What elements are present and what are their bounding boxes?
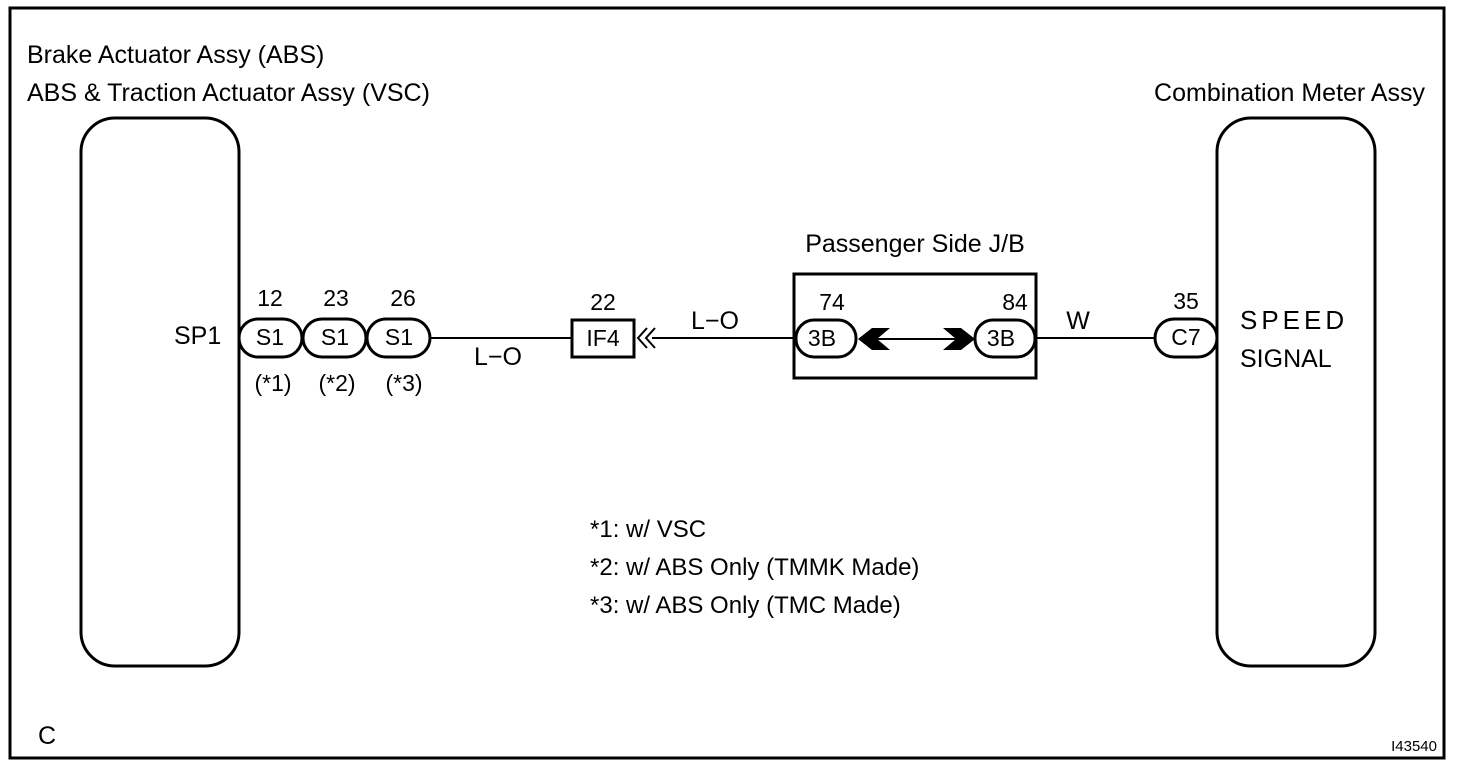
right-component-title: Combination Meter Assy (1154, 79, 1425, 107)
connector-code: 3B (987, 325, 1015, 351)
connector-code: S1 (321, 324, 349, 350)
arrow-left-icon (858, 328, 890, 350)
terminal-sp1: SP1 (174, 322, 221, 350)
pin-number: 26 (390, 285, 416, 311)
inline-connector-if4: 22 IF4 (570, 289, 656, 359)
connector-s1-12: 12 S1 (*1) (237, 285, 304, 396)
wire-color-label-w: W (1066, 307, 1090, 335)
connector-box (570, 318, 636, 359)
connector-code: IF4 (586, 325, 619, 351)
pin-number: 84 (1002, 289, 1028, 315)
pin-number: 35 (1173, 288, 1199, 314)
connector-s1-26: 26 S1 (*3) (365, 285, 432, 396)
connector-pill (973, 318, 1037, 359)
connector-variant-note: (*3) (385, 370, 422, 396)
junction-block-right-terminal: 84 3B (973, 289, 1037, 359)
pin-number: 22 (590, 289, 616, 315)
wire-color-label-lo-2: L−O (691, 307, 739, 335)
left-component-title-2: ABS & Traction Actuator Assy (VSC) (27, 79, 430, 107)
pin-number: 23 (323, 285, 349, 311)
connector-variant-note: (*1) (254, 370, 291, 396)
connector-code: S1 (385, 324, 413, 350)
arrow-right-icon (943, 328, 975, 350)
combination-meter-body (1215, 116, 1377, 668)
footnote-3: *3: w/ ABS Only (TMC Made) (590, 592, 901, 619)
footnote-2: *2: w/ ABS Only (TMMK Made) (590, 554, 919, 581)
connector-pill (794, 318, 858, 359)
signal-name-line2: SIGNAL (1240, 345, 1332, 373)
connector-s1-23: 23 S1 (*2) (301, 285, 368, 396)
brake-actuator-body (79, 116, 241, 668)
chevron-left-icon (644, 327, 656, 349)
junction-block-left-terminal: 74 3B (794, 289, 858, 359)
connector-code: C7 (1171, 324, 1200, 350)
connector-code: 3B (808, 325, 836, 351)
connector-pill (1153, 317, 1219, 359)
connector-variant-note: (*2) (318, 370, 355, 396)
signal-name-line1: SPEED (1240, 305, 1348, 335)
diagram-frame (8, 6, 1446, 760)
junction-block-title: Passenger Side J/B (805, 230, 1025, 258)
left-component-title-1: Brake Actuator Assy (ABS) (27, 41, 324, 69)
connector-c7-35: 35 C7 (1153, 288, 1219, 359)
pin-number: 12 (257, 285, 283, 311)
pin-number: 74 (819, 289, 845, 315)
corner-label: C (38, 722, 56, 750)
wire-color-label-lo-1: L−O (474, 343, 522, 371)
footnote-1: *1: w/ VSC (590, 516, 706, 543)
chevron-left-icon (636, 327, 648, 349)
connector-code: S1 (256, 324, 284, 350)
figure-id: I43540 (1391, 738, 1437, 755)
